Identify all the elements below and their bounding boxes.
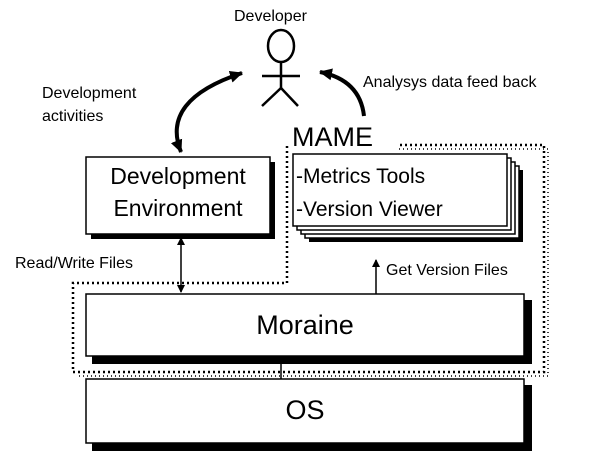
mame-title: MAME (292, 124, 377, 151)
analysis-feedback-label: Analysys data feed back (363, 74, 537, 91)
metrics-tools-item: -Metrics Tools (296, 165, 426, 188)
read-write-files-label: Read/Write Files (15, 255, 133, 272)
os-label: OS (285, 395, 325, 425)
developer-label: Developer (234, 8, 307, 25)
development-activities-arrow (170, 71, 243, 153)
development-activities-label: Development activities (42, 85, 137, 126)
moraine-label: Moraine (256, 310, 354, 340)
analysis-feedback-arrow (319, 68, 366, 117)
moraine-box (85, 293, 532, 364)
mame-boundary (71, 143, 546, 374)
development-environment-line2: Environment (113, 195, 243, 221)
os-box (85, 378, 532, 451)
version-viewer-item: -Version Viewer (296, 198, 443, 221)
development-environment-box (85, 156, 275, 239)
mame-tool-stack (292, 153, 523, 242)
development-environment-line1: Development (110, 163, 246, 189)
developer-stick-figure-icon (261, 28, 300, 107)
get-version-files-label: Get Version Files (386, 262, 508, 279)
